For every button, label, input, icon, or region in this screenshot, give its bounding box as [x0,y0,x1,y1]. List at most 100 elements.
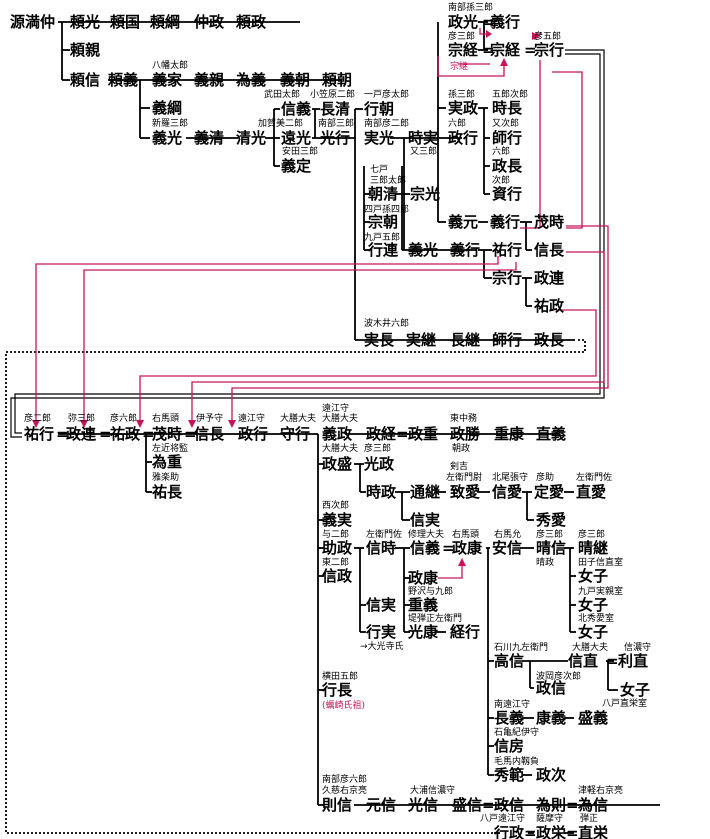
person: 信愛 [492,483,523,501]
person: 行政 [494,824,525,839]
person: 義政 [322,425,353,443]
person: 義朝 [280,71,311,89]
person: 実光 [364,129,395,147]
person: 秀範 [494,766,525,784]
person: 義清 [194,129,225,147]
title-label: 武田太郎 [264,90,301,100]
person: 直栄 [578,824,609,839]
person: 長継 [450,331,481,349]
person: 政盛 [322,455,353,473]
title-label: 大浦信濃守 [410,786,456,796]
title-label: 西次郎 [322,501,350,511]
person: 女子 [578,567,609,585]
person: 則信 [322,796,353,814]
adoption-bond: = [566,796,579,814]
person: 義行 [450,241,481,259]
person: 宗行 [534,41,565,59]
person: 長義 [494,709,525,727]
person: 重康 [494,425,525,443]
person: 政信 [494,796,525,814]
person: 義家 [152,71,183,89]
person: 光康 [408,623,439,641]
adoption-bond: = [442,539,455,557]
title-label: 九戸実親室 [578,587,624,597]
title-label: 彦助 [536,473,555,483]
person: 政勝 [450,425,481,443]
title-label: 九戸五郎 [364,233,401,243]
title-label: 南部彦六郎 [322,775,368,785]
title-label: 遠江守 [322,404,350,414]
title-label: 彦三郎 [364,444,392,454]
person: 政長 [534,331,565,349]
person: 義光 [152,129,183,147]
person: 晴信 [536,539,567,557]
person: 師行 [492,331,523,349]
person: 重義 [408,596,439,614]
person: 通継 [410,483,441,501]
person: 清光 [236,129,267,147]
person: 茂時 [534,213,565,231]
title-label: 朝政 [452,444,471,454]
person: 直愛 [576,483,607,501]
title-label: 五郎次郎 [492,90,529,100]
person: 政行 [238,425,269,443]
adoption-bond: = [396,425,409,443]
person: 守行 [280,425,311,443]
title-label: 八戸遠江守 [480,814,526,824]
title-label: 左近将監 [152,444,189,454]
title-label: 大膳大夫 [280,414,317,424]
person: 光信 [408,796,439,814]
title-label: 四戸孫四郎 [364,205,410,215]
person: 政栄 [536,824,567,839]
person: 信直 [568,652,599,670]
person: 時実 [408,129,439,147]
person: 宗光 [410,185,441,203]
title-label: 八戸直栄室 [602,699,648,709]
adoption-bond: = [482,13,495,31]
title-label: 彦六郎 [110,414,138,424]
person: 安信 [492,539,523,557]
title-label: 右馬頭 [452,530,480,540]
title-label: 東二郎 [322,558,350,568]
person: 義光 [408,241,439,259]
title-label: 剣吉 [450,462,469,472]
title-label: 弥三郎 [68,414,96,424]
person: 資行 [492,185,523,203]
person: 政康 [452,539,483,557]
title-label: 南遠江守 [494,700,531,710]
adoption-bond: = [482,41,495,59]
person: 祐行 [492,241,523,259]
title-label: 津軽右京亮 [578,786,624,796]
person: 頼国 [110,13,141,31]
person: 時政 [366,483,397,501]
person: 遠光 [281,129,312,147]
title-label: 野沢与九郎 [408,587,454,597]
title-label: 左衛門佐 [576,473,613,483]
title-label: 南部彦二郎 [364,119,410,129]
title-label: 堤弾正左衛門 [408,614,463,624]
person: 義行 [490,13,521,31]
title-label: 八幡太郎 [152,61,189,71]
person: 信義 [410,539,441,557]
title-label: 田子信直室 [578,558,624,568]
title-label: 三郎太郎 [370,176,407,186]
person: 宗経 [448,41,479,59]
person: 実長 [364,331,395,349]
title-label: →大光寺氏 [360,642,404,652]
title-label: 左衛門佐 [366,530,403,540]
person: 康義 [536,709,567,727]
title-label: 遠江守 [238,414,266,424]
person: 致愛 [450,483,481,501]
title-label: 又次郎 [492,119,520,129]
person: 頼親 [70,41,101,59]
person: 師行 [492,129,523,147]
person: 義綱 [152,99,183,117]
person: 政長 [492,157,523,175]
person: 晴継 [578,539,609,557]
person: 光政 [364,455,395,473]
person: 政次 [536,766,567,784]
person: 政光 [448,13,479,31]
person: 光行 [320,129,351,147]
adoption-bond: = [524,41,537,59]
